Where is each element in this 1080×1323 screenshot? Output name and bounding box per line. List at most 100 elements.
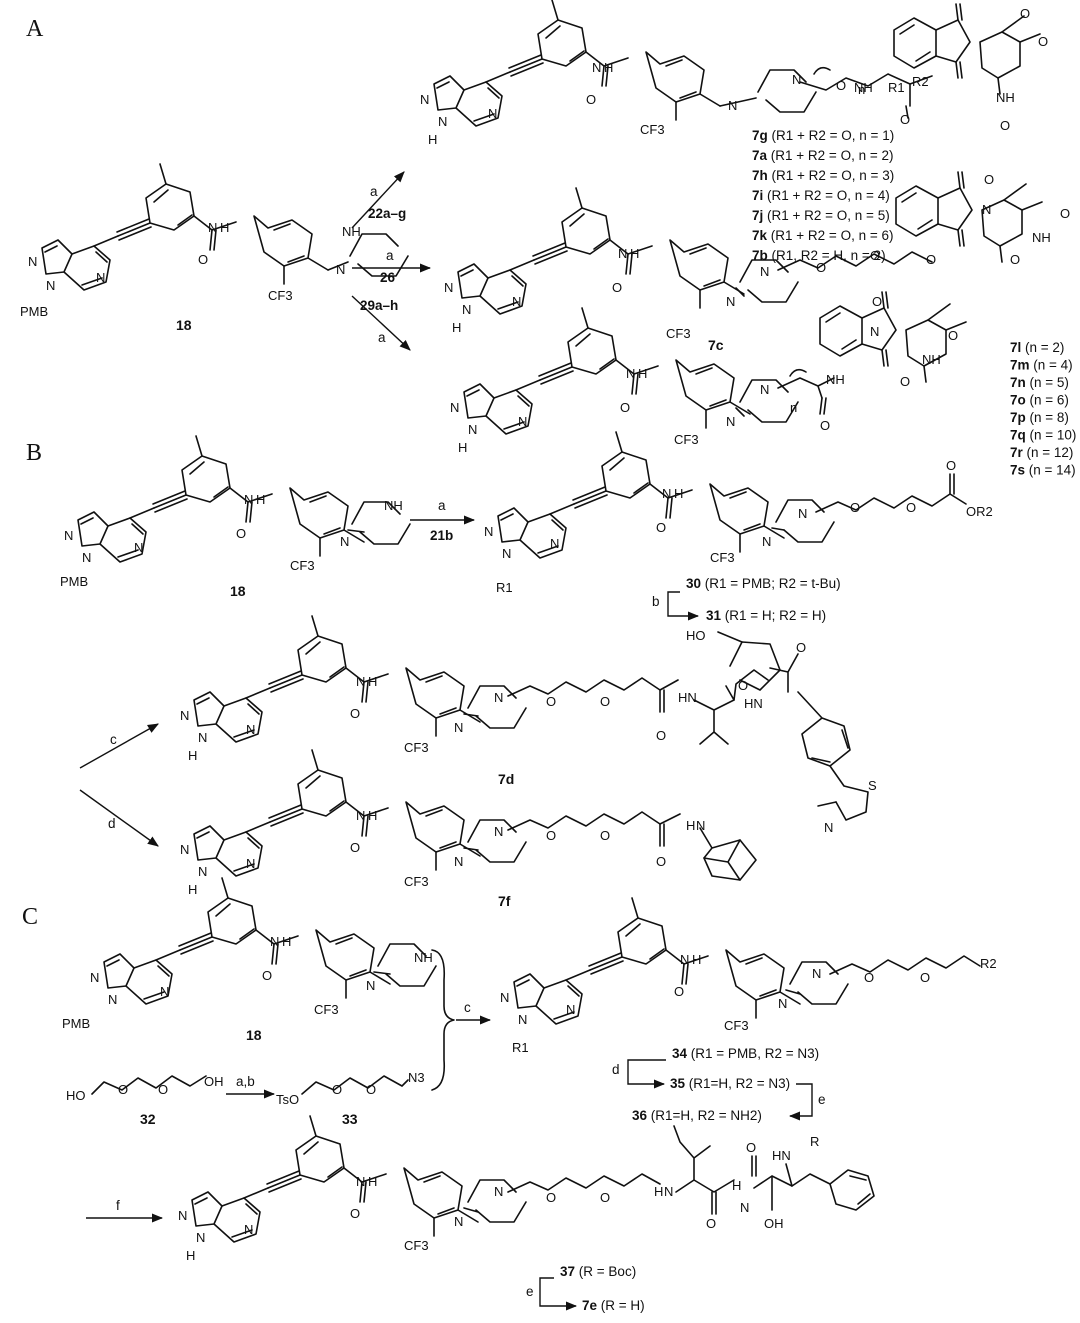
atom-label: H — [692, 952, 701, 967]
series-entry: 7g (R1 + R2 = O, n = 1) — [752, 128, 894, 143]
atom-label: CF3 — [404, 874, 429, 889]
reagent-a: a — [378, 330, 386, 345]
atom-label: R1 — [512, 1040, 529, 1055]
atom-label: O — [1000, 118, 1010, 133]
atom-label: O — [600, 828, 610, 843]
reagent-26: 26 — [380, 270, 396, 285]
atom-label: O — [900, 112, 910, 127]
atom-label: H — [188, 748, 197, 763]
series-entry: 7m (n = 4) — [1010, 358, 1073, 373]
atom-label: N — [778, 996, 787, 1011]
series-entry: 7h (R1 + R2 = O, n = 3) — [752, 168, 894, 183]
atom-label: O — [836, 78, 846, 93]
atom-label: n — [790, 400, 797, 415]
atom-label: O — [198, 252, 208, 267]
compound-label-32: 32 — [140, 1111, 156, 1127]
atom-label: O — [984, 172, 994, 187]
atom-label: H — [368, 1174, 377, 1189]
reagent-d: d — [108, 816, 116, 831]
atom-label: O — [900, 374, 910, 389]
atom-label: N — [420, 92, 429, 107]
atom-label: N — [64, 528, 73, 543]
atom-label: NH — [414, 950, 433, 965]
atom-label: N3 — [408, 1070, 425, 1085]
atom-label: N — [28, 254, 37, 269]
atom-label: N — [792, 72, 801, 87]
atom-label: N — [512, 294, 521, 309]
atom-label: N — [870, 324, 879, 339]
atom-label: R1 — [888, 80, 905, 95]
compound-18c-structure: N N N PMB N H O CF3 N NH — [62, 877, 437, 1031]
atom-label: N — [244, 492, 253, 507]
note-30: 30 (R1 = PMB; R2 = t-Bu) — [686, 576, 841, 591]
atom-label: n — [858, 82, 865, 97]
atom-label: O — [612, 280, 622, 295]
atom-label: O — [236, 526, 246, 541]
atom-label: O — [118, 1082, 128, 1097]
compound-18-structure: N N N PMB N H O CF3 N NH — [20, 163, 409, 319]
atom-label: N — [662, 486, 671, 501]
reagent-c: c — [110, 732, 117, 747]
compound-label-33: 33 — [342, 1111, 358, 1127]
atom-label: N — [336, 262, 345, 277]
atom-label: N — [592, 60, 601, 75]
atom-label: N — [494, 690, 503, 705]
atom-label: O — [864, 970, 874, 985]
atom-label: O — [796, 640, 806, 655]
atom-label: N — [488, 106, 497, 121]
series-entry: 7n (n = 5) — [1010, 375, 1069, 390]
atom-label: CF3 — [290, 558, 315, 573]
atom-label: O — [1010, 252, 1020, 267]
atom-label: O — [546, 828, 556, 843]
atom-label: N — [90, 970, 99, 985]
atom-label: N — [160, 984, 169, 999]
atom-label: N — [180, 842, 189, 857]
atom-label: O — [656, 520, 666, 535]
series-entry: 7o (n = 6) — [1010, 393, 1069, 408]
series-entry: 7i (R1 + R2 = O, n = 4) — [752, 188, 890, 203]
reagent-d: d — [612, 1062, 620, 1077]
compound-33-structure: TsO O O N3 — [276, 1070, 425, 1107]
atom-label: H — [638, 366, 647, 381]
atom-label: NH — [922, 352, 941, 367]
atom-label: O — [1038, 34, 1048, 49]
atom-label: OH — [764, 1216, 784, 1231]
atom-label: NH — [996, 90, 1015, 105]
atom-label: N — [454, 1214, 463, 1229]
atom-label: PMB — [20, 304, 48, 319]
compound-32-structure: HO O O OH — [66, 1074, 224, 1103]
compound-37-structure: N N H N N H O CF3 N N O O H N O H N O OH… — [178, 1115, 875, 1263]
atom-label: O — [906, 500, 916, 515]
atom-label: O — [546, 1190, 556, 1205]
atom-label: N — [502, 546, 511, 561]
atom-label: O — [600, 694, 610, 709]
compound-label-18: 18 — [176, 317, 192, 333]
atom-label: O — [706, 1216, 716, 1231]
atom-label: H — [186, 1248, 195, 1263]
series-entry: 7k (R1 + R2 = O, n = 6) — [752, 228, 893, 243]
atom-label: N — [356, 1174, 365, 1189]
atom-label: N — [246, 856, 255, 871]
atom-label: N — [198, 864, 207, 879]
atom-label: N — [740, 1200, 749, 1215]
atom-label: HO — [66, 1088, 86, 1103]
atom-label: N — [518, 1012, 527, 1027]
atom-label: N — [680, 952, 689, 967]
reagent-c: c — [464, 1000, 471, 1015]
atom-label: N — [494, 824, 503, 839]
atom-label: N — [484, 524, 493, 539]
atom-label: HO — [686, 628, 706, 643]
atom-label: O — [920, 970, 930, 985]
atom-label: N — [626, 366, 635, 381]
atom-label: H — [428, 132, 437, 147]
note-36: 36 (R1=H, R2 = NH2) — [632, 1108, 762, 1123]
atom-label: H — [282, 934, 291, 949]
atom-label: NH — [854, 80, 873, 95]
atom-label: O — [1060, 206, 1070, 221]
atom-label: N — [366, 978, 375, 993]
reagent-a: a — [386, 248, 394, 263]
compound-label-18b: 18 — [230, 583, 246, 599]
atom-label: N — [760, 264, 769, 279]
compound-30-structure: N N R1 N N H O CF3 N N O O O OR2 — [484, 431, 993, 595]
